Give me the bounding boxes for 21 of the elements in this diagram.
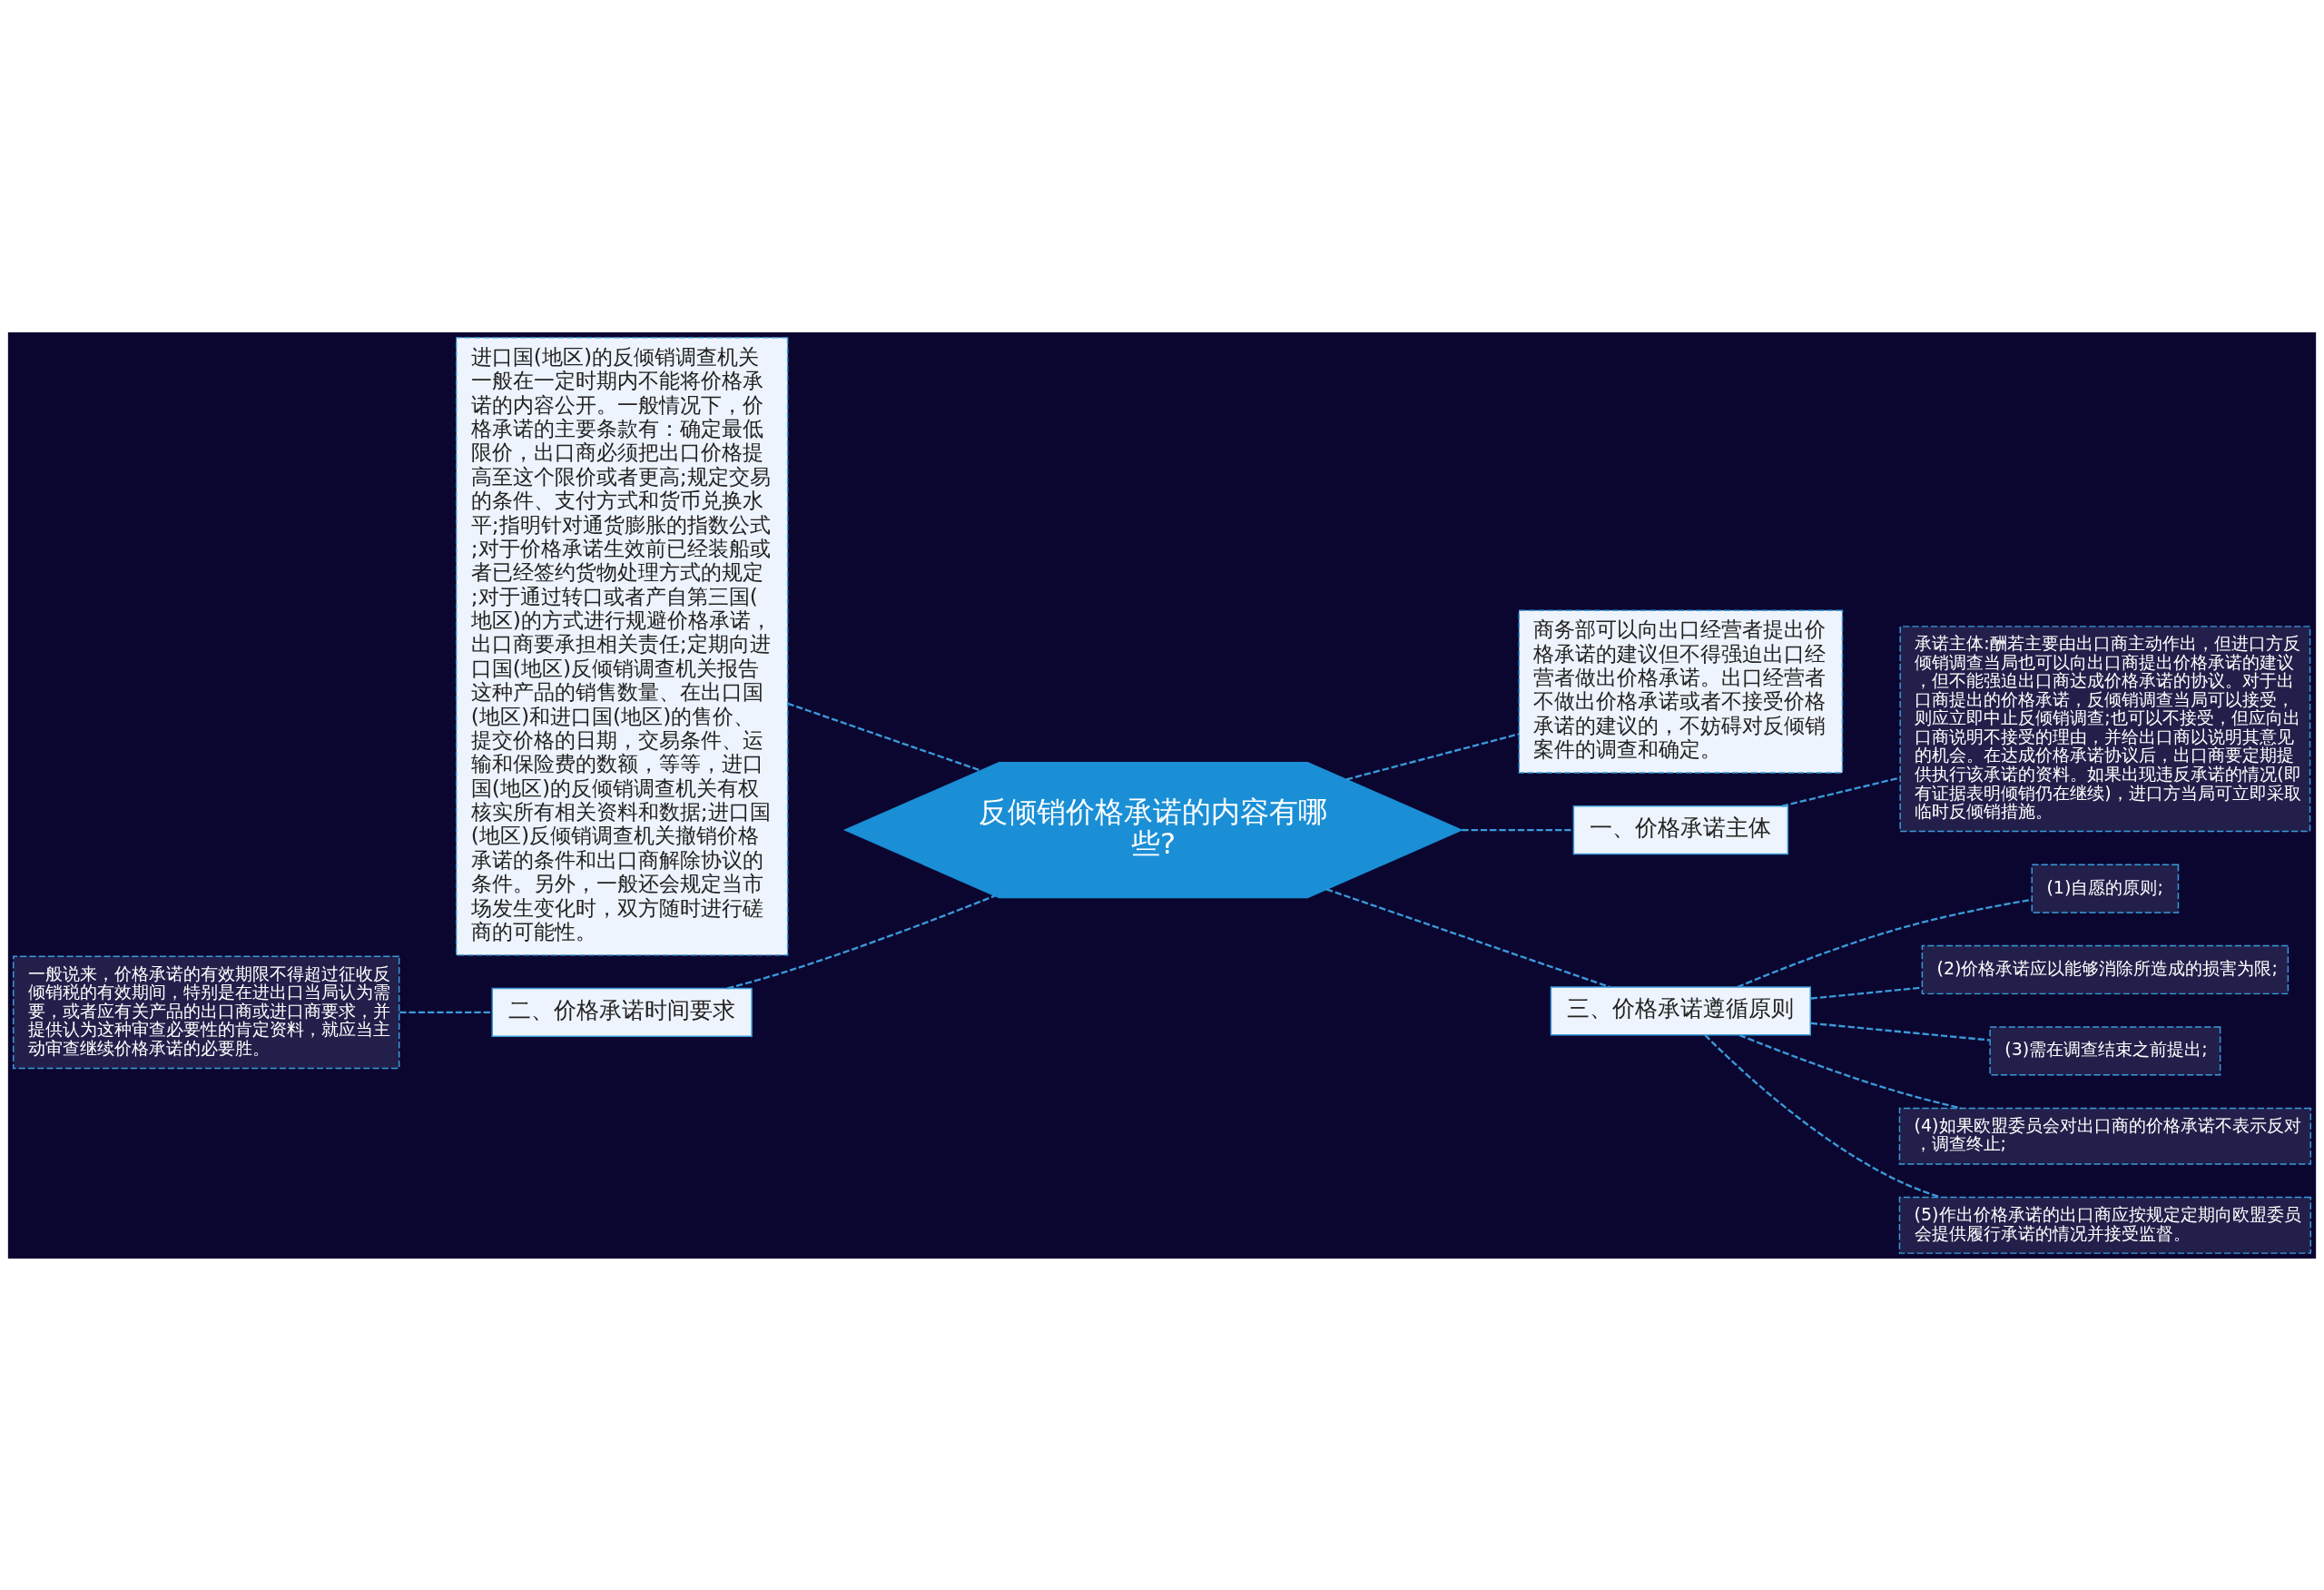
node-box: (4)如果欧盟委员会对出口商的价格承诺不表示反对，调查终止; — [1898, 1107, 2312, 1165]
connector — [1462, 828, 1574, 831]
node-box: 三、价格承诺遵循原则 — [1550, 985, 1811, 1036]
connector — [1781, 775, 1901, 807]
node-box: (1)自愿的原则; — [2031, 863, 2180, 914]
node-box: 二、价格承诺时间要求 — [491, 987, 753, 1037]
connector — [399, 1011, 493, 1013]
node-box: 一般说来，价格承诺的有效期限不得超过征收反倾销税的有效期间，特别是在进出口当局认为需要，或者应有关产品的出口商或进口商要求，并提供认为这种审查必要性的肯定资料，就应当主动审查继续价格承诺的必要胜。 — [12, 955, 400, 1069]
node-box: (2)价格承诺应以能够消除所造成的损害为限; — [1921, 944, 2290, 994]
node-box: 商务部可以向出口经营者提出价格承诺的建议但不得强迫出口经营者做出价格承诺。出口经营者不做出价格承诺或者不接受价格承诺的建议的，不妨碍对反倾销案件的调查和确定。 — [1518, 609, 1844, 774]
node-box: (3)需在调查结束之前提出; — [1989, 1025, 2221, 1075]
connector — [1325, 887, 1610, 988]
connector — [726, 894, 996, 990]
connector — [1810, 1022, 1990, 1042]
node-box: (5)作出价格承诺的出口商应按规定定期向欧盟委员会提供履行承诺的情况并接受监督。 — [1898, 1196, 2312, 1254]
connector — [1345, 732, 1520, 781]
node-box: 承诺主体:酬若主要由出口商主动作出，但进口方反倾销调查当局也可以向出口商提出价格承诺的建议，但不能强迫出口商达成价格承诺的协议。对于出口商提出的价格承诺，反倾销调查当局可以接受，则应立即中止反倾销调查;也可以不接受，但应向出口商说明不接受的理由，并给出口商以说明其意见的机会。在达成价格承诺协议后，出口商要定期提供执行该承诺的资料。如果出现违反承诺的情况(即有证据表明倾销仍在继续)，进口方当局可立即采取临时反倾销措施。 — [1899, 625, 2311, 832]
node-box: 进口国(地区)的反倾销调查机关一般在一定时期内不能将价格承诺的内容公开。一般情况下，价格承诺的主要条款有：确定最低限价，出口商必须把出口价格提高至这个限价或者更高;规定交易的条件、支付方式和货币兑换水平;指明针对通货膨胀的指数公式;对于价格承诺生效前已经装船或者已经签约货物处理方式的规定;对于通过转口或者产自第三国(地区)的方式进行规避价格承诺，出口商要承担相关责任;定期向进口国(地区)反倾销调查机关报告这种产品的销售数量、在出口国(地区)和进口国(地区)的售价、提交价格的日期，交易条件、运输和保险费的数额，等等，进口国(地区)的反倾销调查机关有权核实所有相关资料和数据;进口国(地区)反倾销调查机关撤销价格承诺的条件和出口商解除协议的条件。另外，一般还会规定当市场发生变化时，双方随时进行磋商的可能性。 — [455, 336, 789, 956]
connector — [787, 702, 981, 772]
node-box: 一、价格承诺主体 — [1572, 805, 1789, 854]
connector — [1738, 1033, 1962, 1109]
